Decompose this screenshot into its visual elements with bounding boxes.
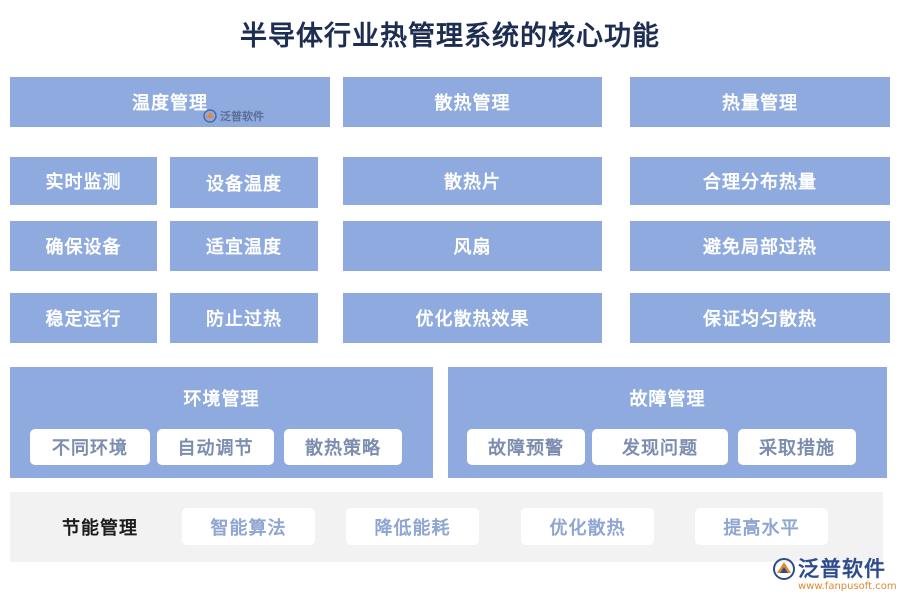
- fault-management-title: 故障管理: [629, 389, 706, 410]
- heat-dissipation-item: 风扇: [343, 221, 602, 271]
- temperature-item: 适宜温度: [170, 221, 318, 271]
- energy-item: 智能算法: [182, 508, 315, 545]
- heat-dissipation-item: 优化散热效果: [343, 293, 602, 343]
- watermark-small-brand: 泛普软件: [220, 110, 264, 123]
- brand-name: 泛普软件: [798, 557, 886, 581]
- fault-item: 发现问题: [592, 429, 728, 465]
- header-temperature-management: 温度管理: [10, 77, 330, 127]
- temperature-item: 实时监测: [10, 157, 157, 205]
- temperature-item: 设备温度: [170, 157, 318, 208]
- energy-management-label: 节能管理: [62, 518, 138, 539]
- environment-management-panel: 环境管理 不同环境 自动调节 散热策略: [10, 367, 433, 478]
- fault-management-panel: 故障管理 故障预警 发现问题 采取措施: [448, 367, 887, 478]
- energy-item: 提高水平: [695, 508, 828, 545]
- header-heat-dissipation-management: 散热管理: [343, 77, 602, 127]
- brand-logo-icon: [773, 558, 795, 580]
- fault-item: 采取措施: [738, 429, 856, 465]
- environment-item: 散热策略: [284, 429, 402, 465]
- environment-item: 自动调节: [157, 429, 274, 465]
- heat-quantity-item: 合理分布热量: [630, 157, 890, 205]
- temperature-item: 稳定运行: [10, 293, 157, 343]
- energy-management-panel: 节能管理 智能算法 降低能耗 优化散热 提高水平: [10, 492, 883, 562]
- energy-item: 降低能耗: [346, 508, 479, 545]
- fault-item: 故障预警: [467, 429, 585, 465]
- header-heat-quantity-management: 热量管理: [630, 77, 890, 127]
- page-title: 半导体行业热管理系统的核心功能: [240, 21, 660, 52]
- heat-dissipation-item: 散热片: [343, 157, 602, 205]
- heat-quantity-item: 保证均匀散热: [630, 293, 890, 343]
- brand-logo-icon: [203, 109, 217, 123]
- energy-item: 优化散热: [521, 508, 654, 545]
- brand-url: www.fanpusoft.com: [798, 581, 897, 592]
- temperature-item: 防止过热: [170, 293, 318, 343]
- temperature-item: 确保设备: [10, 221, 157, 271]
- environment-item: 不同环境: [30, 429, 150, 465]
- heat-quantity-item: 避免局部过热: [630, 221, 890, 271]
- environment-management-title: 环境管理: [183, 389, 260, 410]
- brand-watermark: 泛普软件 www.fanpusoft.com: [770, 553, 897, 598]
- watermark-small: 泛普软件: [203, 108, 264, 124]
